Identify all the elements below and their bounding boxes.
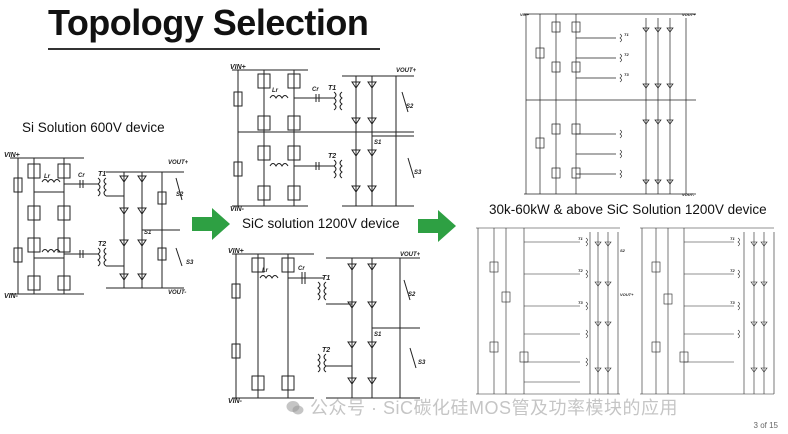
si-s2-label: S2: [176, 192, 184, 198]
label-sic-high-power: 30k-60kW & above SiC Solution 1200V devi…: [489, 202, 767, 217]
sic-top-vout-plus-label: VOUT+: [396, 68, 417, 74]
high-power-top-drawing: VIN+ VOUT+ VOUT- T1 T2 T3: [520, 12, 696, 197]
sic-bottom-cr-label: Cr: [298, 266, 305, 272]
sic-top-s1-label: S1: [374, 140, 382, 146]
hp-top-vin-plus-label: VIN+: [520, 12, 530, 17]
hp-bl-t1-label: T1: [578, 236, 583, 241]
hp-top-vout-minus-label: VOUT-: [682, 192, 695, 197]
sic-top-t2-label: T2: [328, 153, 336, 160]
si-cr-label: Cr: [78, 173, 85, 179]
high-power-schematic-bottom-right: T1 T2 T3: [634, 222, 784, 398]
sic-bottom-lr-label: Lr: [262, 268, 269, 274]
si-lr-label: Lr: [44, 174, 51, 180]
right-arrow-icon: [192, 208, 230, 240]
page-number: 3 of 15: [753, 421, 778, 430]
hp-bl-vout-plus-label: VOUT+: [620, 292, 634, 297]
si-vout-minus-label: VOUT-: [168, 290, 186, 296]
high-power-bottom-right-drawing: T1 T2 T3: [640, 227, 775, 395]
hp-top-t1-label: T1: [624, 32, 629, 37]
high-power-bottom-left-drawing: T1 T2 T3 S2 VOUT+: [476, 227, 634, 395]
label-si-solution: Si Solution 600V device: [22, 120, 165, 135]
watermark-text: 公众号 · SiC碳化硅MOS管及功率模块的应用: [310, 398, 678, 418]
arrow-sic-to-high-power: [418, 210, 456, 242]
si-vout-plus-label: VOUT+: [168, 160, 189, 166]
arrow-si-to-sic: [192, 208, 230, 240]
hp-br-t2-label: T2: [730, 268, 735, 273]
hp-br-t3-label: T3: [730, 300, 735, 305]
si-s1-label: S1: [144, 230, 152, 236]
slide-title: Topology Selection: [48, 2, 369, 43]
sic-schematic-top: VIN+ VIN- VOUT+ Lr Cr T1 T2 S1 S2 S3: [224, 62, 424, 212]
sic-top-vin-plus-label: VIN+: [230, 64, 246, 71]
sic-top-lr-label: Lr: [272, 88, 279, 94]
label-sic-solution: SiC solution 1200V device: [242, 216, 400, 231]
sic-top-vin-minus-label: VIN-: [230, 206, 245, 212]
si-vin-minus-label: VIN-: [4, 293, 19, 300]
hp-bl-t3-label: T3: [578, 300, 583, 305]
right-arrow-icon: [418, 210, 456, 242]
sic-top-cr-label: Cr: [312, 87, 319, 93]
hp-top-t2-label: T2: [624, 52, 629, 57]
watermark: 公众号 · SiC碳化硅MOS管及功率模块的应用: [286, 394, 678, 420]
sic-bottom-t1-label: T1: [322, 275, 330, 282]
title-rule: [48, 48, 380, 50]
high-power-schematic-bottom-left: T1 T2 T3 S2 VOUT+: [470, 222, 636, 398]
hp-bl-t2-label: T2: [578, 268, 583, 273]
sic-bottom-vin-minus-label: VIN-: [228, 398, 243, 404]
sic-top-s3-label: S3: [414, 170, 422, 176]
wechat-icon: [286, 401, 304, 415]
sic-schematic-bottom: VIN+ VIN- VOUT+ Lr Cr T1 T2 S1 S2 S3: [224, 244, 432, 404]
si-schematic-drawing: VIN+ VIN- VOUT+ VOUT- Lr Cr T1 T2 S1 S2 …: [4, 152, 194, 300]
hp-top-t3-label: T3: [624, 72, 629, 77]
si-s3-label: S3: [186, 260, 194, 266]
sic-top-drawing: VIN+ VIN- VOUT+ Lr Cr T1 T2 S1 S2 S3: [230, 64, 422, 212]
sic-bottom-vout-plus-label: VOUT+: [400, 252, 421, 258]
sic-bottom-s3-label: S3: [418, 360, 426, 366]
si-vin-plus-label: VIN+: [4, 152, 20, 159]
sic-bottom-drawing: VIN+ VIN- VOUT+ Lr Cr T1 T2 S1 S2 S3: [228, 248, 426, 404]
sic-top-s2-label: S2: [406, 104, 414, 110]
hp-top-vout-plus-label: VOUT+: [682, 12, 696, 17]
sic-bottom-vin-plus-label: VIN+: [228, 248, 244, 255]
hp-bl-s2-label: S2: [620, 248, 626, 253]
hp-br-t1-label: T1: [730, 236, 735, 241]
sic-bottom-s2-label: S2: [408, 292, 416, 298]
sic-bottom-s1-label: S1: [374, 332, 382, 338]
high-power-schematic-top: VIN+ VOUT+ VOUT- T1 T2 T3: [516, 8, 712, 198]
sic-bottom-t2-label: T2: [322, 347, 330, 354]
si-schematic: VIN+ VIN- VOUT+ VOUT- Lr Cr T1 T2 S1 S2 …: [4, 148, 200, 300]
sic-top-t1-label: T1: [328, 85, 336, 92]
si-t1-label: T1: [98, 171, 106, 178]
si-t2-label: T2: [98, 241, 106, 248]
